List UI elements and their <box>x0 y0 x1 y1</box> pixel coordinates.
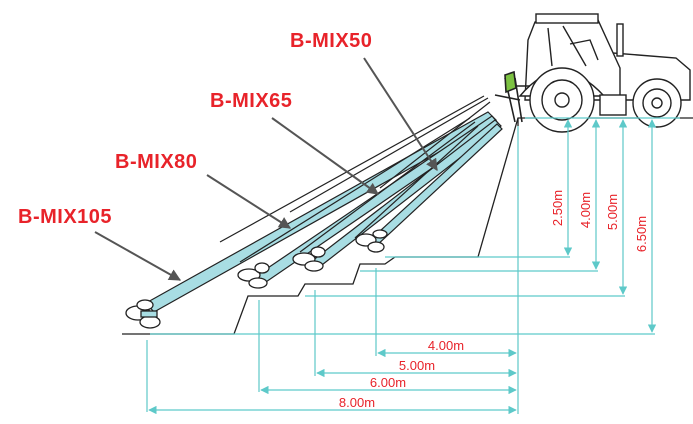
vdim-label-3: 5.00m <box>605 194 620 230</box>
pointer-bmix105 <box>94 231 182 281</box>
hdim-label-3: 6.00m <box>370 375 406 390</box>
mixer-booms <box>145 95 503 313</box>
model-label-bmix80: B-MIX80 <box>115 151 198 173</box>
vdim-label-4: 6.50m <box>634 216 649 252</box>
vertical-dimensions <box>150 117 680 335</box>
vdim-label-2: 4.00m <box>578 192 593 228</box>
model-label-bmix65: B-MIX65 <box>210 90 293 112</box>
hdim-label-4: 8.00m <box>339 395 375 410</box>
hdim-label-2: 5.00m <box>399 358 435 373</box>
dimension-labels: 2.50m 4.00m 5.00m 6.50m 4.00m 5.00m 6.00… <box>339 190 649 410</box>
tractor <box>510 13 691 133</box>
three-point-hitch <box>494 70 523 123</box>
label-pointers <box>94 57 438 281</box>
propeller-bmix65 <box>292 246 326 272</box>
propeller-bmix105 <box>125 299 161 329</box>
tractor-cab-roof <box>535 13 599 24</box>
mixer-propellers <box>125 229 388 329</box>
propeller-bmix80 <box>237 262 270 289</box>
propeller-bmix50 <box>355 229 388 253</box>
ground-profile <box>122 117 693 335</box>
hdim-label-1: 4.00m <box>428 338 464 353</box>
boom-bmix105 <box>145 111 497 313</box>
vdim-label-1: 2.50m <box>550 190 565 226</box>
model-label-bmix50: B-MIX50 <box>290 30 373 52</box>
tractor-exhaust <box>616 23 624 57</box>
pointer-bmix80 <box>206 174 292 229</box>
pointer-bmix50 <box>363 57 438 172</box>
hitch-top-link <box>504 70 517 94</box>
pointer-bmix65 <box>271 117 379 195</box>
horizontal-dimensions <box>146 126 519 415</box>
model-label-bmix105: B-MIX105 <box>18 206 113 228</box>
